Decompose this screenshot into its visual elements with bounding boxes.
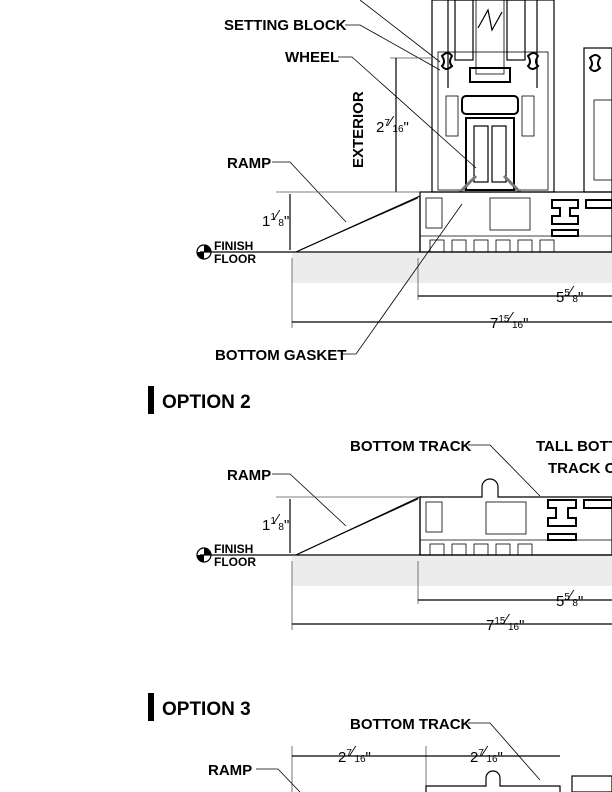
bottom-track-label-2: BOTTOM TRACK: [350, 438, 472, 455]
wheel-label: WHEEL: [285, 49, 339, 66]
bottom-track-profile-2: [419, 478, 612, 556]
detail-option-1: FINISH FLOOR SETTING BLOCK WHEEL EXTERIO…: [196, 0, 612, 364]
option-3-marker: [148, 693, 154, 721]
bottom-track-label-3: BOTTOM TRACK: [350, 716, 472, 733]
floor-label: FLOOR: [214, 252, 256, 266]
finish-label: FINISH: [214, 239, 253, 253]
finish-floor-marker-2: FINISH FLOOR: [196, 542, 256, 569]
finish-floor-marker: FINISH FLOOR: [196, 239, 256, 266]
finish-floor-slab: [200, 251, 612, 283]
detail-option-3: OPTION 3 BOTTOM TRACK 27⁄16" 27⁄16" RAMP: [148, 693, 612, 792]
dim-1-1-8-opt2: 11⁄8": [262, 511, 289, 534]
bottom-gasket-label: BOTTOM GASKET: [215, 347, 346, 364]
door-frame-profile: [431, 0, 555, 194]
floor-label-2: FLOOR: [214, 555, 256, 569]
detail-option-2: OPTION 2 BOTTOM TRACK TALL BOTTO TRACK C: [148, 386, 612, 634]
dim-2-7-16-opt3-left: 27⁄16": [338, 743, 371, 766]
tall-bottom-label-line1: TALL BOTTO: [536, 438, 612, 455]
adjacent-panel-profile: [583, 47, 612, 193]
option-2-marker: [148, 386, 154, 414]
ramp-label-1: RAMP: [227, 155, 271, 172]
ramp-label-3: RAMP: [208, 762, 252, 779]
option-2-heading: OPTION 2: [162, 392, 251, 413]
dim-5-5-8-top: 55⁄8": [556, 283, 583, 306]
ramp-label-2: RAMP: [227, 467, 271, 484]
dim-5-5-8-opt2: 55⁄8": [556, 587, 583, 610]
dim-2-7-16-top: 27⁄16": [376, 113, 409, 136]
dim-7-15-16-opt2: 715⁄16": [486, 611, 524, 634]
dim-2-7-16-opt3-right: 27⁄16": [470, 743, 503, 766]
finish-label-2: FINISH: [214, 542, 253, 556]
tall-bottom-label-line2: TRACK C: [548, 460, 612, 477]
dim-7-15-16-top: 715⁄16": [490, 309, 528, 332]
setting-block-label: SETTING BLOCK: [224, 17, 347, 34]
dim-1-1-8-top: 11⁄8": [262, 207, 289, 230]
option-3-heading: OPTION 3: [162, 699, 251, 720]
exterior-label: EXTERIOR: [350, 91, 367, 168]
